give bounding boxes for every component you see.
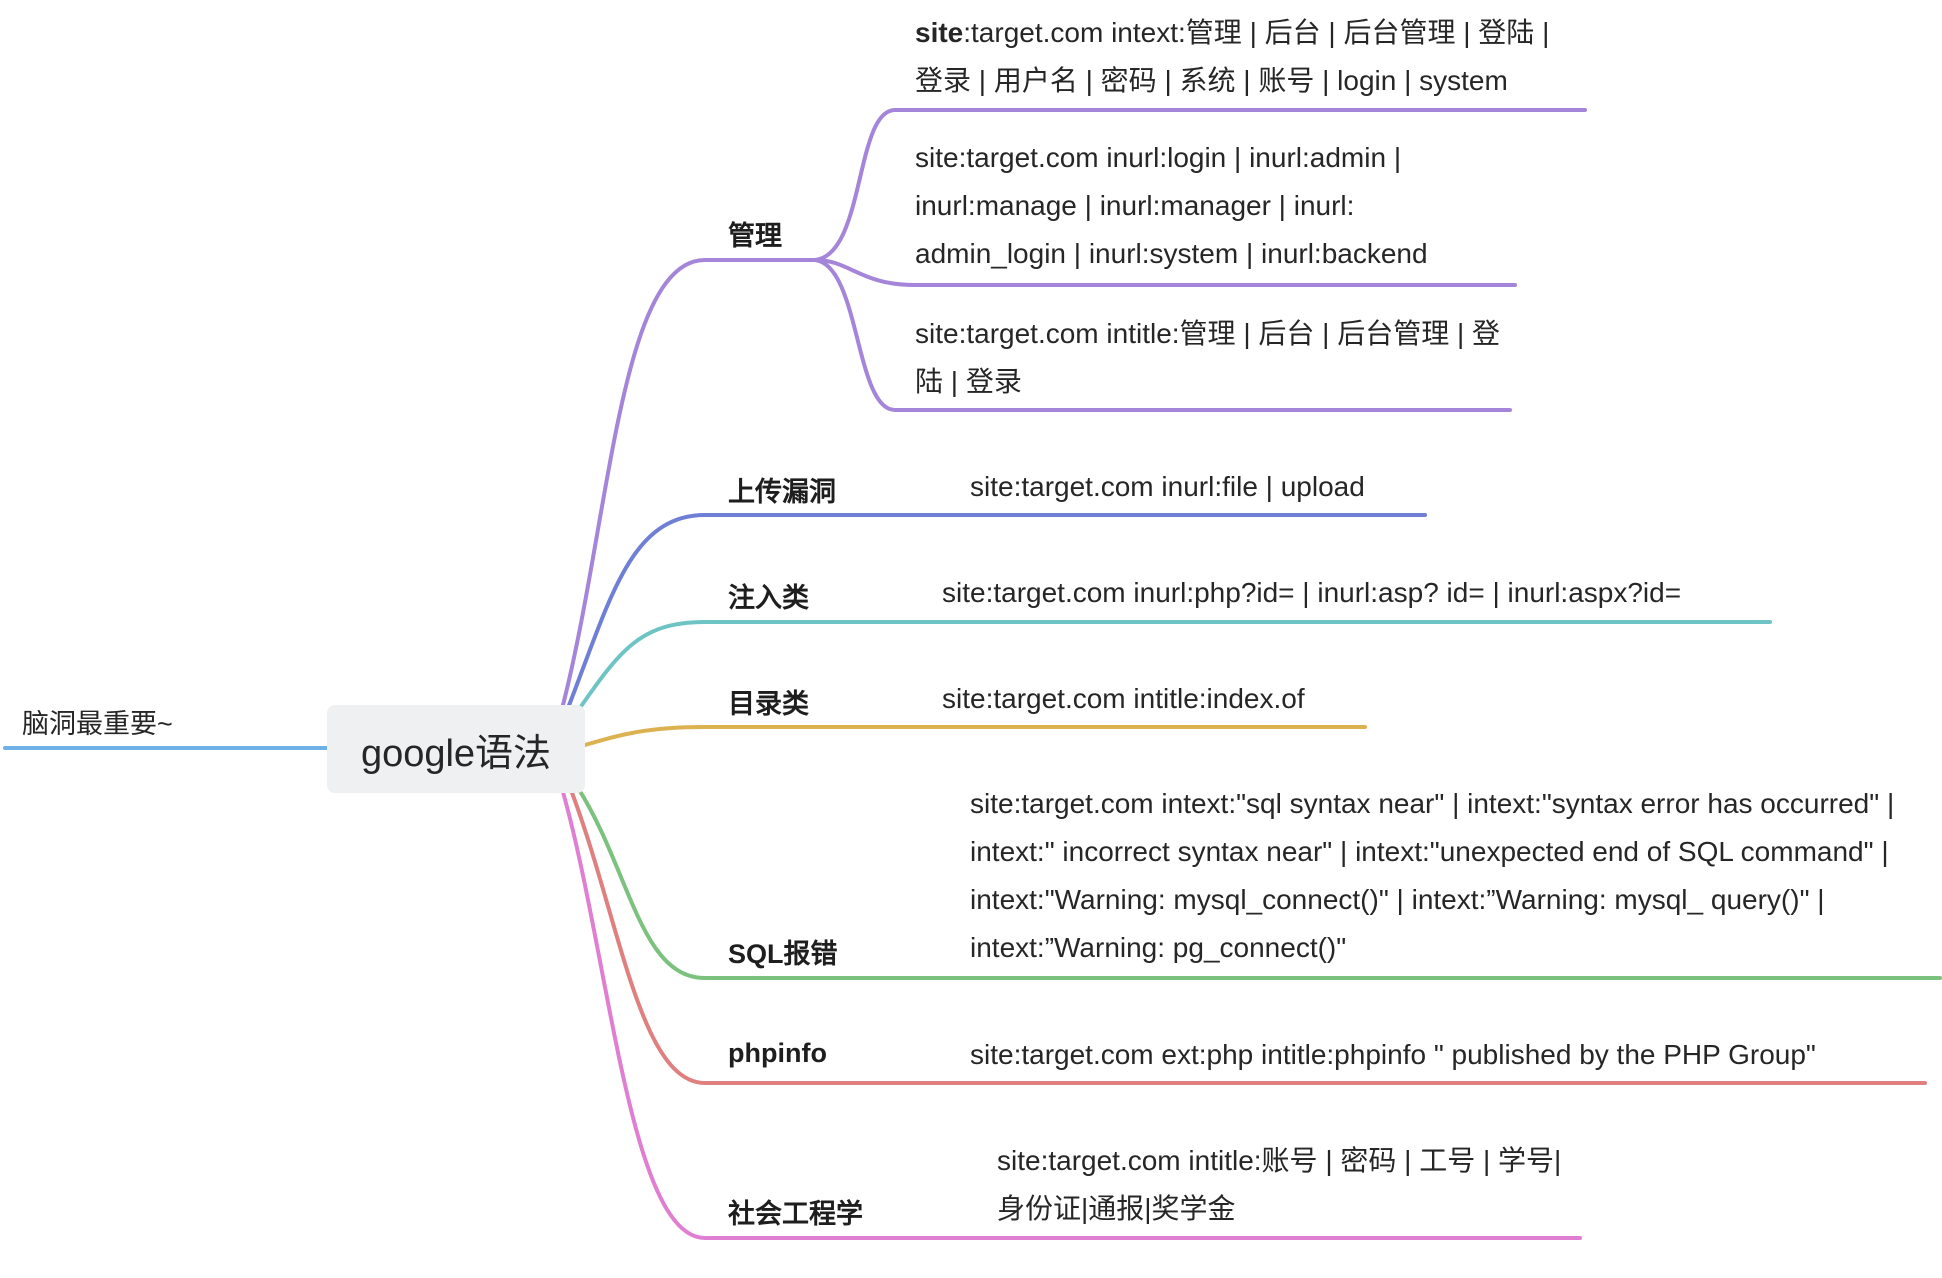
- branch-label: 注入类: [728, 583, 809, 613]
- edge-branch-phpinfo: [569, 788, 1927, 1085]
- branch-label: 上传漏洞: [728, 477, 836, 507]
- branch-social-engineering[interactable]: 社会工程学: [728, 1192, 863, 1231]
- branch-injection[interactable]: 注入类: [728, 576, 809, 615]
- edge-leaf-manage-3: [813, 258, 1512, 412]
- leaf-manage-intitle[interactable]: site:target.com intitle:管理 | 后台 | 后台管理 |…: [915, 310, 1505, 406]
- leaf-social-engineering[interactable]: site:target.com intitle:账号 | 密码 | 工号 | 学…: [997, 1137, 1577, 1233]
- leaf-phpinfo[interactable]: site:target.com ext:php intitle:phpinfo …: [970, 1031, 1930, 1079]
- leaf-injection[interactable]: site:target.com inurl:php?id= | inurl:as…: [942, 569, 1772, 617]
- leaf-text: site:target.com intext:"sql syntax near"…: [970, 788, 1895, 963]
- edge-branch-injection: [573, 620, 1772, 717]
- branch-label: 社会工程学: [728, 1199, 863, 1229]
- edge-leaf-manage-1: [813, 108, 1587, 262]
- edge-branch-upload: [566, 513, 1427, 710]
- leaf-text: site:target.com intitle:管理 | 后台 | 后台管理 |…: [915, 318, 1501, 397]
- root-label: google语法: [360, 732, 552, 775]
- leaf-text: site:target.com inurl:php?id= | inurl:as…: [942, 577, 1682, 608]
- leaf-directory[interactable]: site:target.com intitle:index.of: [942, 675, 1372, 723]
- leaf-text: site:target.com inurl:file | upload: [970, 471, 1365, 502]
- leaf-lead: site: [915, 17, 964, 48]
- left-node[interactable]: 脑洞最重要~: [22, 702, 173, 741]
- leaf-text: :target.com intext:管理 | 后台 | 后台管理 | 登陆 |…: [915, 17, 1550, 96]
- branch-label: 目录类: [728, 689, 809, 719]
- branch-upload[interactable]: 上传漏洞: [728, 470, 836, 509]
- branch-sql-error[interactable]: SQL报错: [728, 932, 838, 971]
- edge-branch-manage: [561, 258, 817, 707]
- branch-label: phpinfo: [728, 1038, 827, 1068]
- left-node-label: 脑洞最重要~: [22, 709, 173, 739]
- leaf-text: site:target.com inurl:login | inurl:admi…: [915, 142, 1428, 269]
- leaf-text: site:target.com ext:php intitle:phpinfo …: [970, 1039, 1816, 1070]
- branch-manage[interactable]: 管理: [728, 214, 782, 253]
- branch-directory[interactable]: 目录类: [728, 682, 809, 721]
- edge-leaf-manage-2: [813, 258, 1517, 287]
- edge-branch-directory: [583, 725, 1367, 747]
- edge-branch-social-engineering: [561, 790, 1582, 1240]
- branch-phpinfo[interactable]: phpinfo: [728, 1038, 827, 1069]
- leaf-text: site:target.com intitle:index.of: [942, 683, 1305, 714]
- leaf-sql-error[interactable]: site:target.com intext:"sql syntax near"…: [970, 780, 1930, 972]
- edge-branch-sql-error: [576, 786, 1942, 980]
- branch-label: SQL报错: [728, 939, 838, 969]
- leaf-manage-intext[interactable]: site:target.com intext:管理 | 后台 | 后台管理 | …: [915, 9, 1575, 105]
- root-node[interactable]: google语法: [327, 705, 585, 793]
- leaf-manage-inurl[interactable]: site:target.com inurl:login | inurl:admi…: [915, 134, 1505, 278]
- branch-label: 管理: [728, 221, 782, 251]
- leaf-upload[interactable]: site:target.com inurl:file | upload: [970, 463, 1430, 511]
- leaf-text: site:target.com intitle:账号 | 密码 | 工号 | 学…: [997, 1145, 1562, 1224]
